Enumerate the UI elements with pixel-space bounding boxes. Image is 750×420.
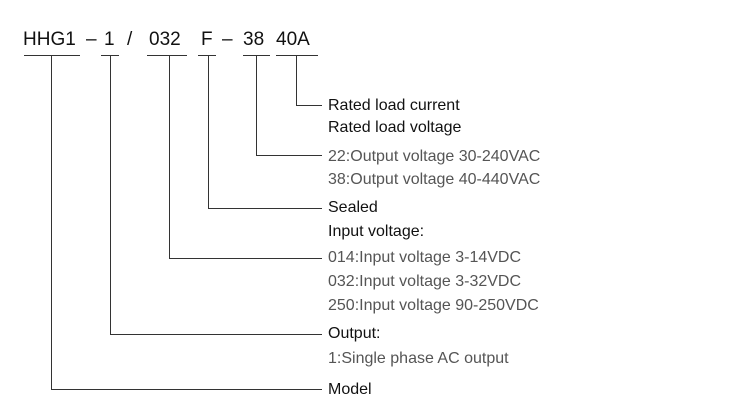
code-dash-2: – [222, 29, 233, 50]
code-sealed: F [201, 29, 213, 50]
label-input-250: 250:Input voltage 90-250VDC [328, 297, 539, 314]
label-sealed: Sealed [328, 199, 378, 216]
code-dash-1: – [86, 29, 97, 50]
label-input-032: 032:Input voltage 3-32VDC [328, 273, 522, 290]
label-rated-voltage: Rated load voltage [328, 119, 462, 136]
code-current: 40A [276, 29, 310, 50]
label-output-voltage-38: 38:Output voltage 40-440VAC [328, 171, 541, 188]
code-series: HHG1 [23, 29, 76, 50]
label-input-014: 014:Input voltage 3-14VDC [328, 249, 522, 266]
code-voltage: 38 [243, 29, 265, 50]
code-output: 1 [104, 29, 115, 50]
code-slash: / [127, 29, 133, 50]
label-rated-current: Rated load current [328, 97, 460, 114]
label-model: Model [328, 381, 372, 398]
label-output-title: Output: [328, 325, 381, 342]
label-input-voltage-title: Input voltage: [328, 223, 425, 240]
label-output-1: 1:Single phase AC output [328, 350, 509, 367]
label-output-voltage-22: 22:Output voltage 30-240VAC [328, 148, 541, 165]
code-input: 032 [149, 29, 181, 50]
